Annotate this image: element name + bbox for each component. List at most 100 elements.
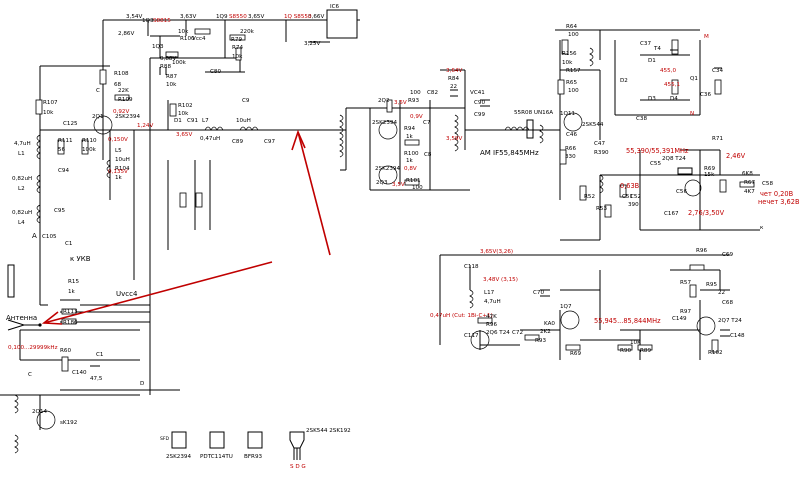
label-pinout-sfd: SFD [160,436,170,442]
label-c97: C97 [264,139,275,145]
label-c52-value: 390 [628,202,639,208]
label-ka0: KA0 [544,321,555,327]
label-r100: R100 [180,36,195,42]
labels-power: R60 C140 C1 47,5 C D 2Q14 sK192 [28,348,144,426]
label-r93: R93 [408,98,419,104]
label-r84: R84 [448,76,459,82]
label-1q3b: 1Q3 [152,44,164,50]
label-l5: L5 [115,148,122,154]
label-r87-value: 10k [166,82,177,88]
label-2q8-t24: 2Q8 T24 [662,156,686,162]
label-r107-value: 10k [43,110,54,116]
label-l17-value: 4,7uH [484,299,501,305]
label-r15: R15 [68,279,79,285]
labels-mixer: R93 100 2Q2 2SK2394 3,5V 0,9V R94 1k R10… [372,68,553,191]
label-r102-value: 10k [178,111,189,117]
label-c55: C55 [650,161,661,167]
label-c82: C82 [427,90,438,96]
label-c72: C72 [512,330,523,336]
label-k-ukv: к УКВ [70,255,91,263]
label-2q3: 2Q3 [376,180,388,186]
label-r102-vco: R102 [708,350,723,356]
label-d3: D3 [648,96,656,102]
label-r104-value: 1k [115,175,123,181]
label-2-86v: 2,86V [118,31,134,37]
label-l2: L2 [18,186,25,192]
labels-switch: к УКВ R15 1k Uvcc4 R113 R186 [63,255,138,326]
label-c118: C118 [464,264,479,270]
label-c80: C80 [210,69,221,75]
label-r96: R96 [486,322,497,328]
label-c34: C34 [712,68,723,74]
label-2sk2394-q2: 2SK2394 [372,120,397,126]
label-uvcc4: Uvcc4 [116,290,138,298]
label-r65-value: 100 [568,88,579,94]
label-r69: R69 [704,166,715,172]
label-3-25v: 3,25V [304,41,320,47]
label-2sk2394-q3: 2SK2394 [375,166,400,172]
label-c117: C117 [464,333,479,339]
label-455-1: 455,1 [664,82,680,88]
label-0-150v: 0,150V [108,137,128,143]
label-l17: L17 [484,290,495,296]
label-r93-value: 100 [410,90,421,96]
label-r156: R156 [562,51,577,57]
label-l2-value: 0,82uH [12,176,32,182]
label-l16: 0,47uH (Cut: 1Bi-C+1) [430,313,493,319]
label-r74-value: 10k [232,54,243,60]
label-3-66v: 3,66V [308,14,324,20]
label-c89: C89 [232,139,243,145]
label-freq-if: 55,390/55,391MHz [626,147,689,155]
label-r57: R57 [680,280,691,286]
label-c125: C125 [63,121,78,127]
label-t4: T4 [653,46,661,52]
label-d1: D1 [174,118,182,124]
label-antenna-range: 0,100...29999kHz [8,345,58,351]
label-r88-value: 100k [172,60,187,66]
label-c1: C1 [65,241,73,247]
label-r89: R89 [640,348,651,354]
label-k: к [760,225,764,231]
label-m: M [704,34,709,40]
label-2sk544: 2SK544 [582,122,604,128]
label-c94: C94 [58,168,69,174]
label-c51: C51 [622,194,633,200]
label-10uh: 10uH [236,118,251,124]
label-pinout-2sk544: 2SK544 2SK192 [306,428,351,434]
label-r96-value: 47K [486,314,497,320]
label-r93-vco: R93 [535,338,546,344]
label-pinout-2sk2394: 2SK2394 [166,454,191,460]
label-chet: чет 0,20В [760,190,794,198]
label-nechet: нечет 3,62В [758,198,800,206]
label-r390: R390 [594,150,609,156]
label-r109: R109 [118,97,133,103]
label-r66-value: 330 [565,154,576,160]
label-filter: 55R08 UN16A [514,110,553,116]
label-pinout-sdg: S D G [290,464,306,470]
label-2sk2394: 2SK2394 [115,114,140,120]
label-antenna: Антенна [6,314,37,322]
label-r101-value: 100 [412,185,423,191]
label-r71: R71 [712,136,723,142]
label-3-48v: 3,48V (3,15) [483,277,518,283]
label-r100-mix-value: 1k [406,158,414,164]
label-r74: R74 [232,45,243,51]
label-2-76-3-50v: 2,76/3,50V [688,209,725,217]
label-0-135v: 0,135V [108,169,128,175]
label-3-5v-b: 3,5V [392,182,405,188]
label-1q9: 1Q9 [216,14,228,20]
label-3-59v: 3,59V [446,136,462,142]
label-r95: R95 [706,282,717,288]
label-r87: R87 [166,74,177,80]
label-r101: R101 [406,178,421,184]
label-n: N [690,111,694,117]
label-c46: C46 [566,132,577,138]
label-455-0: 455,0 [660,68,676,74]
label-d1-demod: D1 [648,58,656,64]
label-c56: C56 [676,189,687,195]
label-1q7: 1Q7 [560,304,572,310]
label-r100-value: 10k [178,29,189,35]
label-r108-value: 68 [114,82,122,88]
label-r88: R88 [160,64,171,70]
